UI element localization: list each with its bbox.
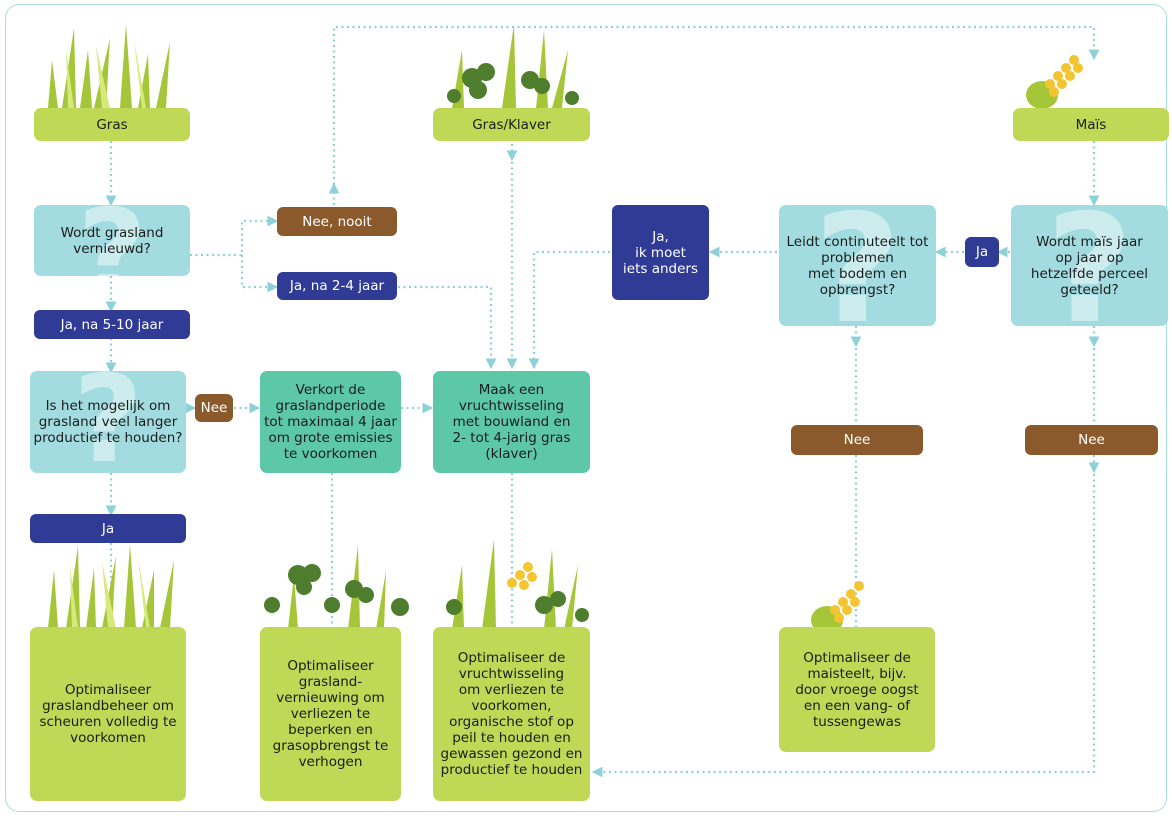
answer-ja-5-10-jaar: Ja, na 5-10 jaar [34,310,190,339]
diagram-frame [5,4,1167,812]
question-mais-jaar: ?Wordt maïs jaar op jaar op hetzelfde pe… [1011,205,1168,326]
grass-icon [48,544,174,628]
crop-gras: Gras [34,108,190,141]
corn-icon [1026,55,1083,109]
crop-gras-klaver: Gras/Klaver [433,108,590,141]
question-vernieuwd: ?Wordt grasland vernieuwd? [34,205,190,276]
answer-ja-mais: Ja [965,237,999,267]
grass-icon [48,24,170,108]
action-vruchtwisseling: Maak een vruchtwisseling met bouwland en… [433,371,590,473]
arrow-ja24-vruchtwisseling [398,285,497,370]
answer-nee-continuteelt: Nee [791,425,923,455]
question-continuteelt: ?Leidt continuteelt tot problemen met bo… [779,205,936,326]
outcome-maisteelt: Optimaliseer de maisteelt, bijv. door vr… [779,627,935,752]
arrow-to-nee-nooit [190,215,279,257]
answer-ja: Ja [30,514,186,543]
clover-icon [446,539,589,629]
outcome-vruchtwisseling: Optimaliseer de vruchtwisseling om verli… [433,627,590,801]
outcome-graslandbeheer: Optimaliseer graslandbeheer om scheuren … [30,627,186,801]
answer-nee: Nee [195,394,233,422]
crop-mais: Maïs [1013,108,1169,141]
clover-icon [447,24,579,108]
answer-ja-iets-anders: Ja, ik moet iets anders [612,205,709,300]
question-mogelijk: ?Is het mogelijk om grasland veel langer… [30,371,186,473]
arrow-nee-vruchtwisseling-outcome [591,474,1096,778]
arrow-to-ja-2-4 [240,255,279,293]
clover-icon [264,545,409,629]
answer-ja-2-4-jaar: Ja, na 2-4 jaar [277,272,397,300]
arrow-jaanders-vruchtwisseling [528,250,610,370]
answer-nee-nooit: Nee, nooit [277,207,397,236]
outcome-graslandvernieuwing: Optimaliseer grasland- vernieuwing om ve… [260,627,401,801]
action-verkort: Verkort de graslandperiode tot maximaal … [260,371,401,473]
answer-nee-mais: Nee [1025,425,1158,455]
